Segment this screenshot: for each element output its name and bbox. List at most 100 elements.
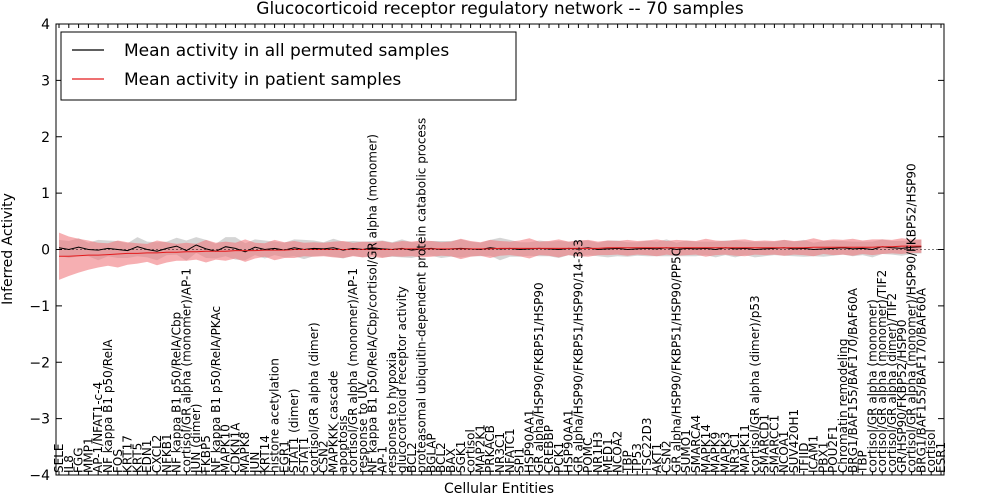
x-category-label: BAX: [444, 448, 458, 473]
x-category-label: MMP1: [81, 437, 95, 473]
x-category-label: BGLAP: [424, 433, 438, 473]
legend: Mean activity in all permuted samplesMea…: [60, 31, 517, 101]
x-category-label: NCOA1: [777, 431, 791, 473]
x-category-label: CREBBP: [542, 425, 556, 473]
y-tick-label: 1: [41, 186, 50, 202]
x-category-label: SGK1: [454, 441, 468, 473]
x-category-label: cortisol/GR alpha (monomer): [865, 299, 879, 473]
x-category-label: NFKB1: [160, 433, 174, 473]
x-axis-label: Cellular Entities: [444, 481, 554, 497]
x-category-label: TBP: [620, 450, 634, 474]
x-category-label: MAPK8: [238, 432, 252, 473]
x-category-label: IL8: [62, 455, 76, 473]
x-category-label: BCL2: [434, 442, 448, 473]
x-category-label: glucocorticoid receptor activity: [395, 286, 409, 473]
x-category-label: NF kappa B1 p50/RelA/PKAc: [209, 306, 223, 473]
y-tick-label: 4: [41, 17, 50, 33]
x-category-label: JUN (dimer): [189, 404, 203, 474]
y-tick-label: −3: [29, 412, 50, 428]
x-category-label: Chromatin remodeling: [836, 339, 850, 473]
x-category-label: GR alpha/HSP90/FKBP51/HSP90: [532, 282, 546, 473]
x-category-label: cortisol: [464, 429, 478, 473]
x-category-label: GR alpha/HSP90/FKBP51/HSP90/14-3-3: [571, 239, 585, 473]
x-category-label: KRT14: [258, 435, 272, 473]
x-category-label: cortisol/GR alpha (dimer)/p53: [748, 295, 762, 473]
x-category-label: cortisol/GR alpha (monomer)/AP-1: [346, 268, 360, 473]
y-tick-label: −2: [29, 355, 50, 371]
x-category-label: MAPK9: [709, 432, 723, 473]
x-category-label: KRT17: [121, 435, 135, 473]
x-category-label: FGG: [72, 448, 86, 474]
x-category-label: CDKN1A: [228, 422, 242, 473]
x-category-label: SPI1: [513, 447, 527, 473]
legend-box: [60, 31, 517, 101]
x-category-label: NR1H3: [591, 431, 605, 473]
x-category-label: cortisol/GR alpha (monomer)/HSP90/FKBP52…: [905, 163, 919, 473]
y-axis-label: Inferred Activity: [0, 193, 16, 305]
legend-label-0: Mean activity in all permuted samples: [124, 41, 449, 61]
x-category-label: TSC22D3: [640, 418, 654, 474]
series-line-1: [59, 245, 922, 257]
x-category-label: NR3C1: [728, 432, 742, 473]
x-category-label: HSP90AA1: [562, 409, 576, 473]
x-category-label: MAPK3: [718, 432, 732, 473]
y-tick-label: 0: [41, 243, 50, 259]
x-category-label: PBX1: [816, 442, 830, 473]
x-category-label: MAPK10: [219, 424, 233, 473]
x-category-label: SUV420H1: [787, 409, 801, 473]
legend-label-1: Mean activity in patient samples: [124, 70, 401, 90]
x-category-label: histone acetylation: [268, 358, 282, 473]
x-category-label: cortisol/GR alpha (monomer)/TIF2: [875, 270, 889, 473]
x-category-label: SUMO1: [679, 429, 693, 473]
y-tick-label: 2: [41, 130, 50, 146]
x-category-label: EDN1: [140, 440, 154, 473]
x-category-label: NF kappa B1 p50/RelA: [101, 339, 115, 473]
x-category-label: FKBP5: [199, 435, 213, 473]
x-category-label: AP-1: [375, 446, 389, 473]
x-category-label: STAT1 (dimer): [287, 389, 301, 473]
x-category-label: cortisol/GR alpha (dimer)/TIF2: [885, 293, 899, 473]
y-tick-label: −1: [29, 299, 50, 315]
x-category-label: AKT1: [650, 443, 664, 473]
x-category-label: proteasomal ubiquitin-dependent protein …: [415, 118, 429, 473]
x-category-label: GR/HSP90/FKBP52/HSP90: [895, 319, 909, 473]
x-category-label: cortisol/GR alpha (monomer)/AP-1: [179, 268, 193, 473]
x-category-label: NF kappa B1 p50/RelA/Cbp/cortisol/GR alp…: [366, 134, 380, 473]
x-category-label: PCK1: [552, 442, 566, 473]
x-category-label: CXCL2: [150, 435, 164, 473]
x-category-label: ESR1: [934, 442, 948, 473]
x-category-label: BCL2: [405, 442, 419, 473]
x-category-label: MAPK14: [699, 424, 713, 473]
x-category-label: CSN2: [317, 440, 331, 473]
x-category-label: NCOA2: [611, 431, 625, 473]
x-category-label: NF kappa B1 p50/RelA/Cbp: [170, 312, 184, 473]
x-category-label: AP-1/NFAT1-c-4: [91, 382, 105, 473]
x-category-label: NR3C1: [493, 432, 507, 473]
x-category-label: TFIID: [797, 442, 811, 474]
x-category-label: SMARCD1: [758, 414, 772, 473]
x-category-label: BRG1/BAF155/BAF170/BAF60A: [846, 287, 860, 473]
x-category-label: KRT5: [130, 443, 144, 473]
chart-title: Glucocorticoid receptor regulatory netwo…: [256, 0, 744, 19]
x-category-label: MAPKKK cascade: [326, 371, 340, 473]
x-category-label: response to hypoxia: [385, 352, 399, 473]
x-category-label: HSP90AA1: [522, 409, 536, 473]
y-tick-label: 3: [41, 73, 50, 89]
x-category-label: cortisol/GR alpha (dimer): [307, 322, 321, 473]
x-category-label: BRG1/BAF155/BAF170/BAF60A: [914, 287, 928, 473]
x-category-label: MED1: [601, 438, 615, 473]
x-category-label: POMC: [581, 438, 595, 473]
x-category-label: NFATC1: [503, 428, 517, 473]
y-tick-label: −4: [29, 468, 50, 484]
x-category-label: response to UV: [356, 381, 370, 473]
x-category-label: MAPK11: [738, 424, 752, 473]
x-category-label: SMARCA4: [689, 415, 703, 473]
x-category-label: TP53: [630, 443, 644, 474]
x-category-label: cortisol: [924, 429, 938, 473]
x-category-label: SELE: [52, 444, 66, 473]
x-category-label: EGR1: [277, 440, 291, 473]
x-category-label: MAP2K1: [473, 424, 487, 473]
x-category-label: POU2F1: [826, 425, 840, 473]
x-category-label: FOS: [111, 449, 125, 473]
